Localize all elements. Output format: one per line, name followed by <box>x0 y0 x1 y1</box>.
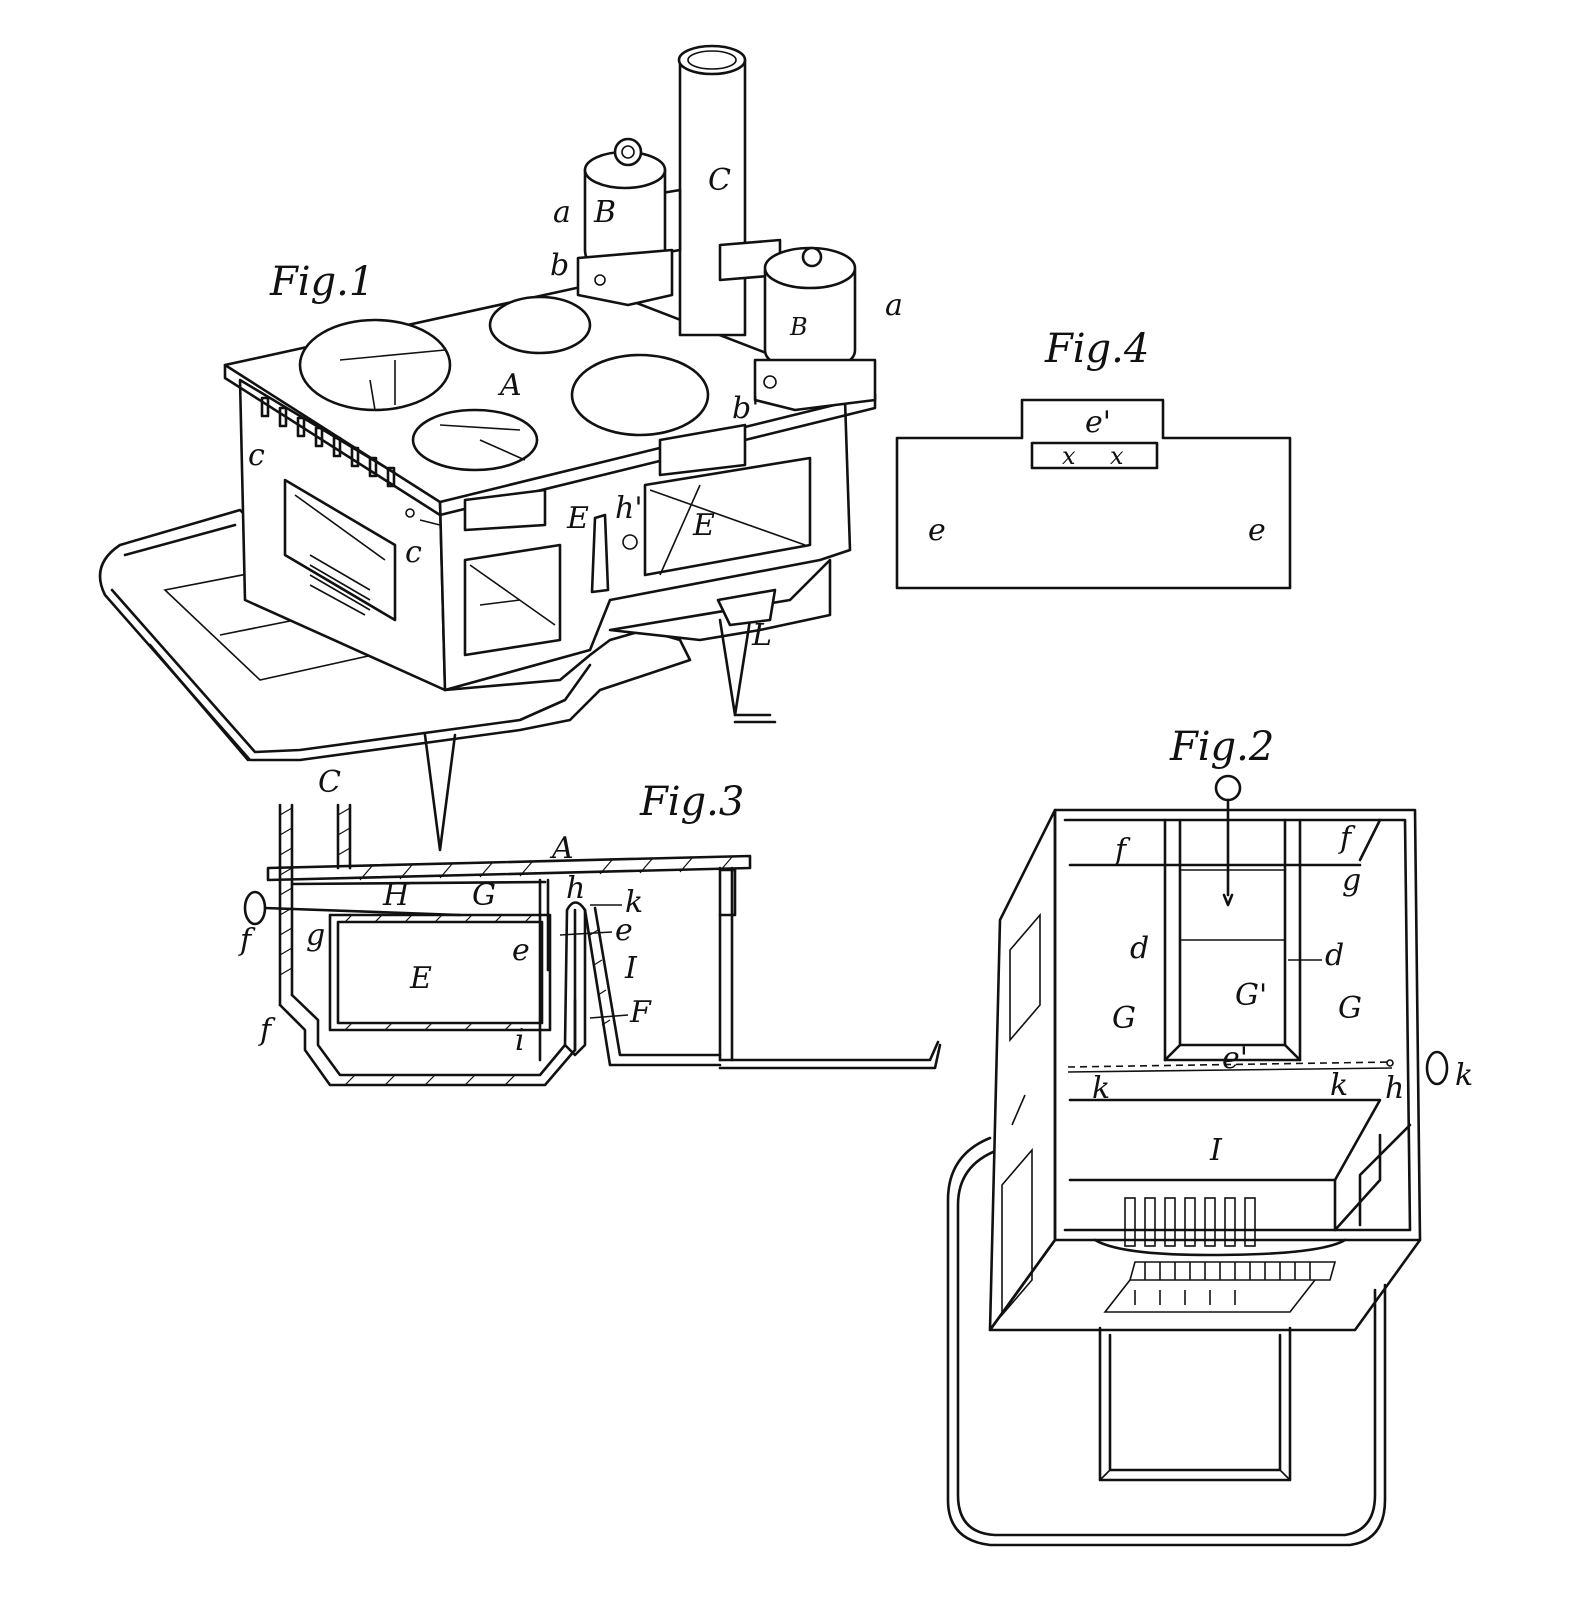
fig2-label-G-left: G <box>1112 1001 1136 1036</box>
fig1-label-h-prime: h' <box>615 491 643 526</box>
fig2-label-f-left: f <box>1113 833 1131 868</box>
fig1-label-c-left: c <box>248 438 265 473</box>
fig1-label-B-right: B <box>789 313 808 341</box>
figure-2-interior-view <box>946 774 1449 1547</box>
fig1-label-E-left: E <box>566 501 589 536</box>
fig1-label-b: b <box>550 248 569 283</box>
fig1-label-a-left: a <box>553 195 571 230</box>
fig1-title: Fig.1 <box>269 259 374 305</box>
fig1-label-L: L <box>751 618 772 653</box>
fig1-label-E-right: E <box>692 508 715 543</box>
fig3-label-e-left: e <box>512 933 530 968</box>
fig2-label-f-right: f <box>1338 821 1356 856</box>
fig1-label-A: A <box>497 368 522 403</box>
figure-1-labels: Fig.1 a B b C a B A b' c c E h' E L <box>248 163 903 653</box>
figure-2-labels: Fig.2 f f g d d G G' G e' k k h k I <box>1092 724 1473 1168</box>
fig3-label-g: g <box>306 918 325 953</box>
fig3-label-f-bottom: f <box>258 1013 276 1048</box>
fig2-label-G-right: G <box>1338 991 1362 1026</box>
fig4-label-e-prime: e' <box>1085 405 1111 440</box>
figure-4-plate: Fig.4 e' x x e e <box>895 326 1292 590</box>
fig1-label-c-right: c <box>405 535 422 570</box>
figure-1-stove-perspective <box>98 44 877 852</box>
fig2-label-d-right: d <box>1325 938 1344 973</box>
figure-3-section <box>243 803 942 1087</box>
fig1-label-b-prime: b' <box>732 391 759 426</box>
fig3-label-G: G <box>472 878 496 913</box>
fig2-label-g: g <box>1342 863 1361 898</box>
fig1-label-B-left: B <box>593 195 616 230</box>
fig2-label-G-prime: G' <box>1235 978 1267 1013</box>
fig3-label-I: I <box>624 951 638 986</box>
fig1-label-a-right: a <box>885 288 903 323</box>
fig3-title: Fig.3 <box>639 779 744 825</box>
fig4-title: Fig.4 <box>1044 326 1149 372</box>
fig2-label-d-left: d <box>1130 931 1149 966</box>
fig3-label-i: i <box>515 1023 525 1058</box>
fig4-label-x-right: x <box>1110 442 1124 470</box>
fig3-label-k: k <box>625 885 643 920</box>
fig3-label-C: C <box>318 765 341 800</box>
fig3-label-F: F <box>629 995 652 1030</box>
fig3-label-h: h <box>566 871 585 906</box>
fig4-label-e-left: e <box>928 513 946 548</box>
fig3-label-A: A <box>549 831 574 866</box>
fig2-label-k-right: k <box>1330 1068 1348 1103</box>
fig3-label-H: H <box>382 878 410 913</box>
fig2-label-k-ring: k <box>1455 1058 1473 1093</box>
fig4-label-x-left: x <box>1062 442 1076 470</box>
fig3-label-E: E <box>409 961 432 996</box>
fig2-label-h: h <box>1385 1071 1404 1106</box>
fig2-label-k-left: k <box>1092 1071 1110 1106</box>
fig4-label-e-right: e <box>1248 513 1266 548</box>
fig2-title: Fig.2 <box>1169 724 1274 770</box>
fig3-label-e-right: e <box>615 913 633 948</box>
fig2-label-e-prime: e' <box>1222 1041 1248 1076</box>
fig3-label-f-top: f <box>238 923 256 958</box>
fig2-label-I: I <box>1209 1133 1223 1168</box>
fig1-label-C: C <box>708 163 731 198</box>
figure-3-labels: Fig.3 C A H G h k f g e e E I F f i <box>238 765 744 1058</box>
